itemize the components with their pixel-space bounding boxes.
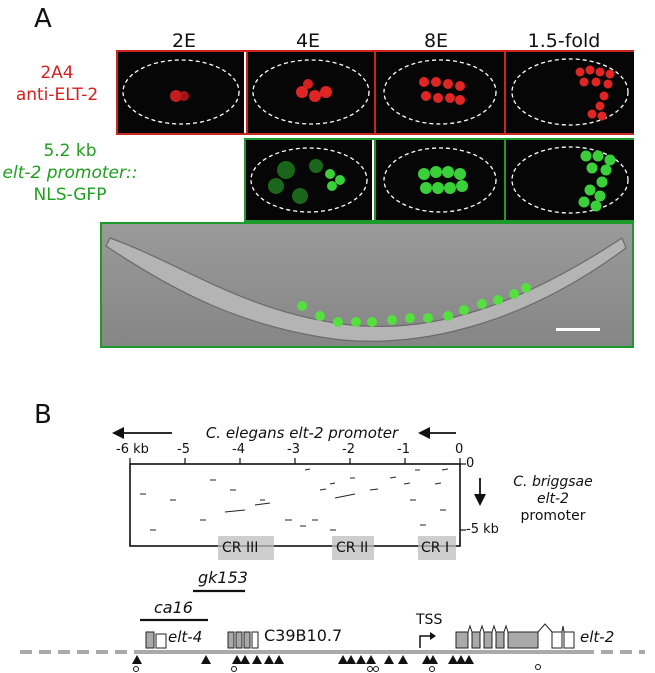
x-tick-minus-3: -3 <box>287 442 300 457</box>
tss-label: TSS <box>416 612 443 628</box>
red-row-label: 2A4 anti-ELT-2 <box>2 62 112 106</box>
cr-iii-label: CR III <box>222 540 259 556</box>
green-label-line-3: NLS-GFP <box>33 185 107 205</box>
green-label-line-2: elt-2 promoter:: <box>2 163 138 183</box>
embryo-1-5-fold-green <box>504 140 634 220</box>
embryo-4e-green <box>246 140 372 220</box>
y-axis-title-line-2: elt-2 <box>537 491 569 507</box>
red-label-line-1: 2A4 <box>40 63 74 83</box>
panel-b-letter: B <box>34 400 52 430</box>
gene-elt-2-label: elt-2 <box>580 628 615 646</box>
y-axis-title: C. briggsae elt-2 promoter <box>498 474 608 525</box>
y-axis-title-line-3: promoter <box>520 508 586 524</box>
embryo-8e-green <box>374 140 504 220</box>
embryo-2e-red <box>118 52 244 133</box>
x-tick-0: 0 <box>455 442 464 457</box>
allele-gk153-label: gk153 <box>198 568 248 587</box>
x-tick-minus-5: -5 <box>177 442 190 457</box>
panel-a-letter: A <box>34 4 52 34</box>
embryo-4e-red <box>246 52 374 133</box>
cr-i-label: CR I <box>421 540 450 556</box>
green-label-line-1: 5.2 kb <box>43 141 97 161</box>
y-tick-0: 0 <box>466 456 475 471</box>
x-tick-minus-1: -1 <box>397 442 410 457</box>
x-tick-minus-2: -2 <box>342 442 355 457</box>
red-label-line-2: anti-ELT-2 <box>15 85 99 105</box>
stage-label-4e: 4E <box>295 30 321 52</box>
y-axis-title-line-1: C. briggsae <box>513 474 593 490</box>
x-axis-title: C. elegans elt-2 promoter <box>205 424 399 442</box>
larva-dic-image <box>100 222 634 348</box>
cr-ii-label: CR II <box>336 540 369 556</box>
embryo-8e-red <box>374 52 504 133</box>
embryo-1-5-fold-red <box>504 52 634 133</box>
gene-elt-4-label: elt-4 <box>168 628 203 646</box>
green-row-label: 5.2 kb elt-2 promoter:: NLS-GFP <box>0 140 140 206</box>
x-tick-minus-4: -4 <box>232 442 245 457</box>
stage-label-2e: 2E <box>171 30 197 52</box>
allele-ca16-label: ca16 <box>154 598 193 617</box>
y-tick-minus-5-kb: -5 kb <box>466 522 499 537</box>
gene-c39b10-7-label: C39B10.7 <box>264 626 343 645</box>
x-tick-minus-6-kb: -6 kb <box>116 442 149 457</box>
stage-label-1-5-fold: 1.5-fold <box>527 30 601 52</box>
stage-label-8e: 8E <box>423 30 449 52</box>
